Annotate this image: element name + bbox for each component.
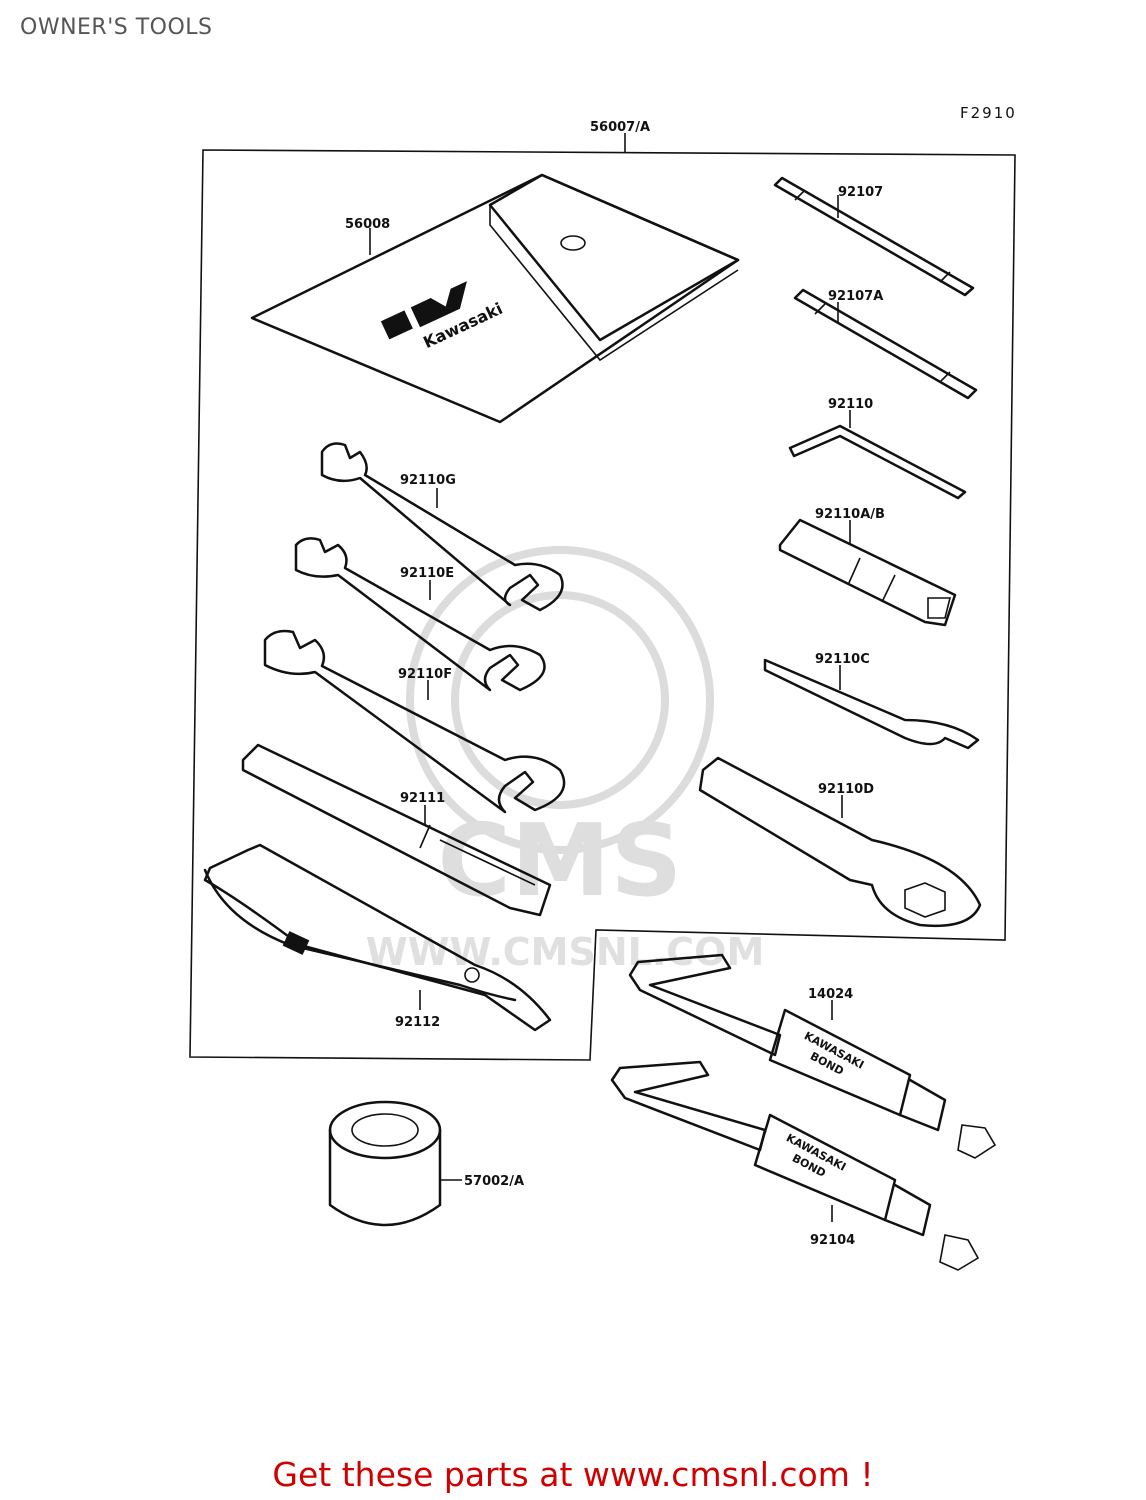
wrench-92110F: [263, 629, 566, 814]
watermark-brand: CMS: [438, 802, 683, 919]
label-wrench-g: 92110G: [400, 473, 456, 488]
wrench-handle: [241, 743, 552, 917]
watermark-url: WWW.CMSNL.COM: [366, 930, 765, 974]
grease-tin: [328, 1100, 462, 1227]
label-socket: 92110A/B: [815, 507, 885, 522]
label-pouch: 56008: [345, 217, 390, 232]
label-wrench-f: 92110F: [398, 667, 452, 682]
screwdriver-92107A: [793, 288, 978, 400]
label-ring-wrench: 92110D: [818, 782, 874, 797]
label-pliers: 92112: [395, 1015, 440, 1030]
figure-code: F2910: [960, 104, 1017, 122]
label-grease: 57002/A: [464, 1174, 524, 1189]
label-handle: 92111: [400, 791, 445, 806]
watermark-logo: CMS WWW.CMSNL.COM: [366, 546, 765, 974]
hex-key: [788, 410, 967, 500]
screwdriver-92107: [773, 176, 975, 297]
label-bond-2: 92104: [810, 1233, 855, 1248]
page-title: OWNER'S TOOLS: [20, 15, 213, 40]
pliers: [203, 843, 552, 1032]
label-hex-key: 92110: [828, 397, 873, 412]
wrench-92110G: [320, 442, 564, 612]
bond-tube-92104: KAWASAKI BOND: [610, 1060, 980, 1271]
label-wrench-e: 92110E: [400, 566, 454, 581]
kit-frame: [189, 149, 1016, 1061]
label-hook-wrench: 92110C: [815, 652, 870, 667]
label-bond-1: 14024: [808, 987, 853, 1002]
promo-link[interactable]: Get these parts at www.cmsnl.com !: [272, 1455, 874, 1494]
tool-pouch: Kawasaki: [250, 173, 740, 424]
ring-wrench: [698, 756, 982, 927]
label-kit: 56007/A: [590, 120, 650, 135]
label-screwdriver-1: 92107: [838, 185, 883, 200]
kawasaki-logo: Kawasaki: [380, 281, 506, 352]
spark-plug-socket: [778, 518, 957, 627]
hook-wrench: [763, 658, 980, 750]
bond-tube-14024: KAWASAKI BOND: [628, 953, 997, 1159]
label-screwdriver-2: 92107A: [828, 289, 883, 304]
wrench-92110E: [294, 537, 546, 692]
